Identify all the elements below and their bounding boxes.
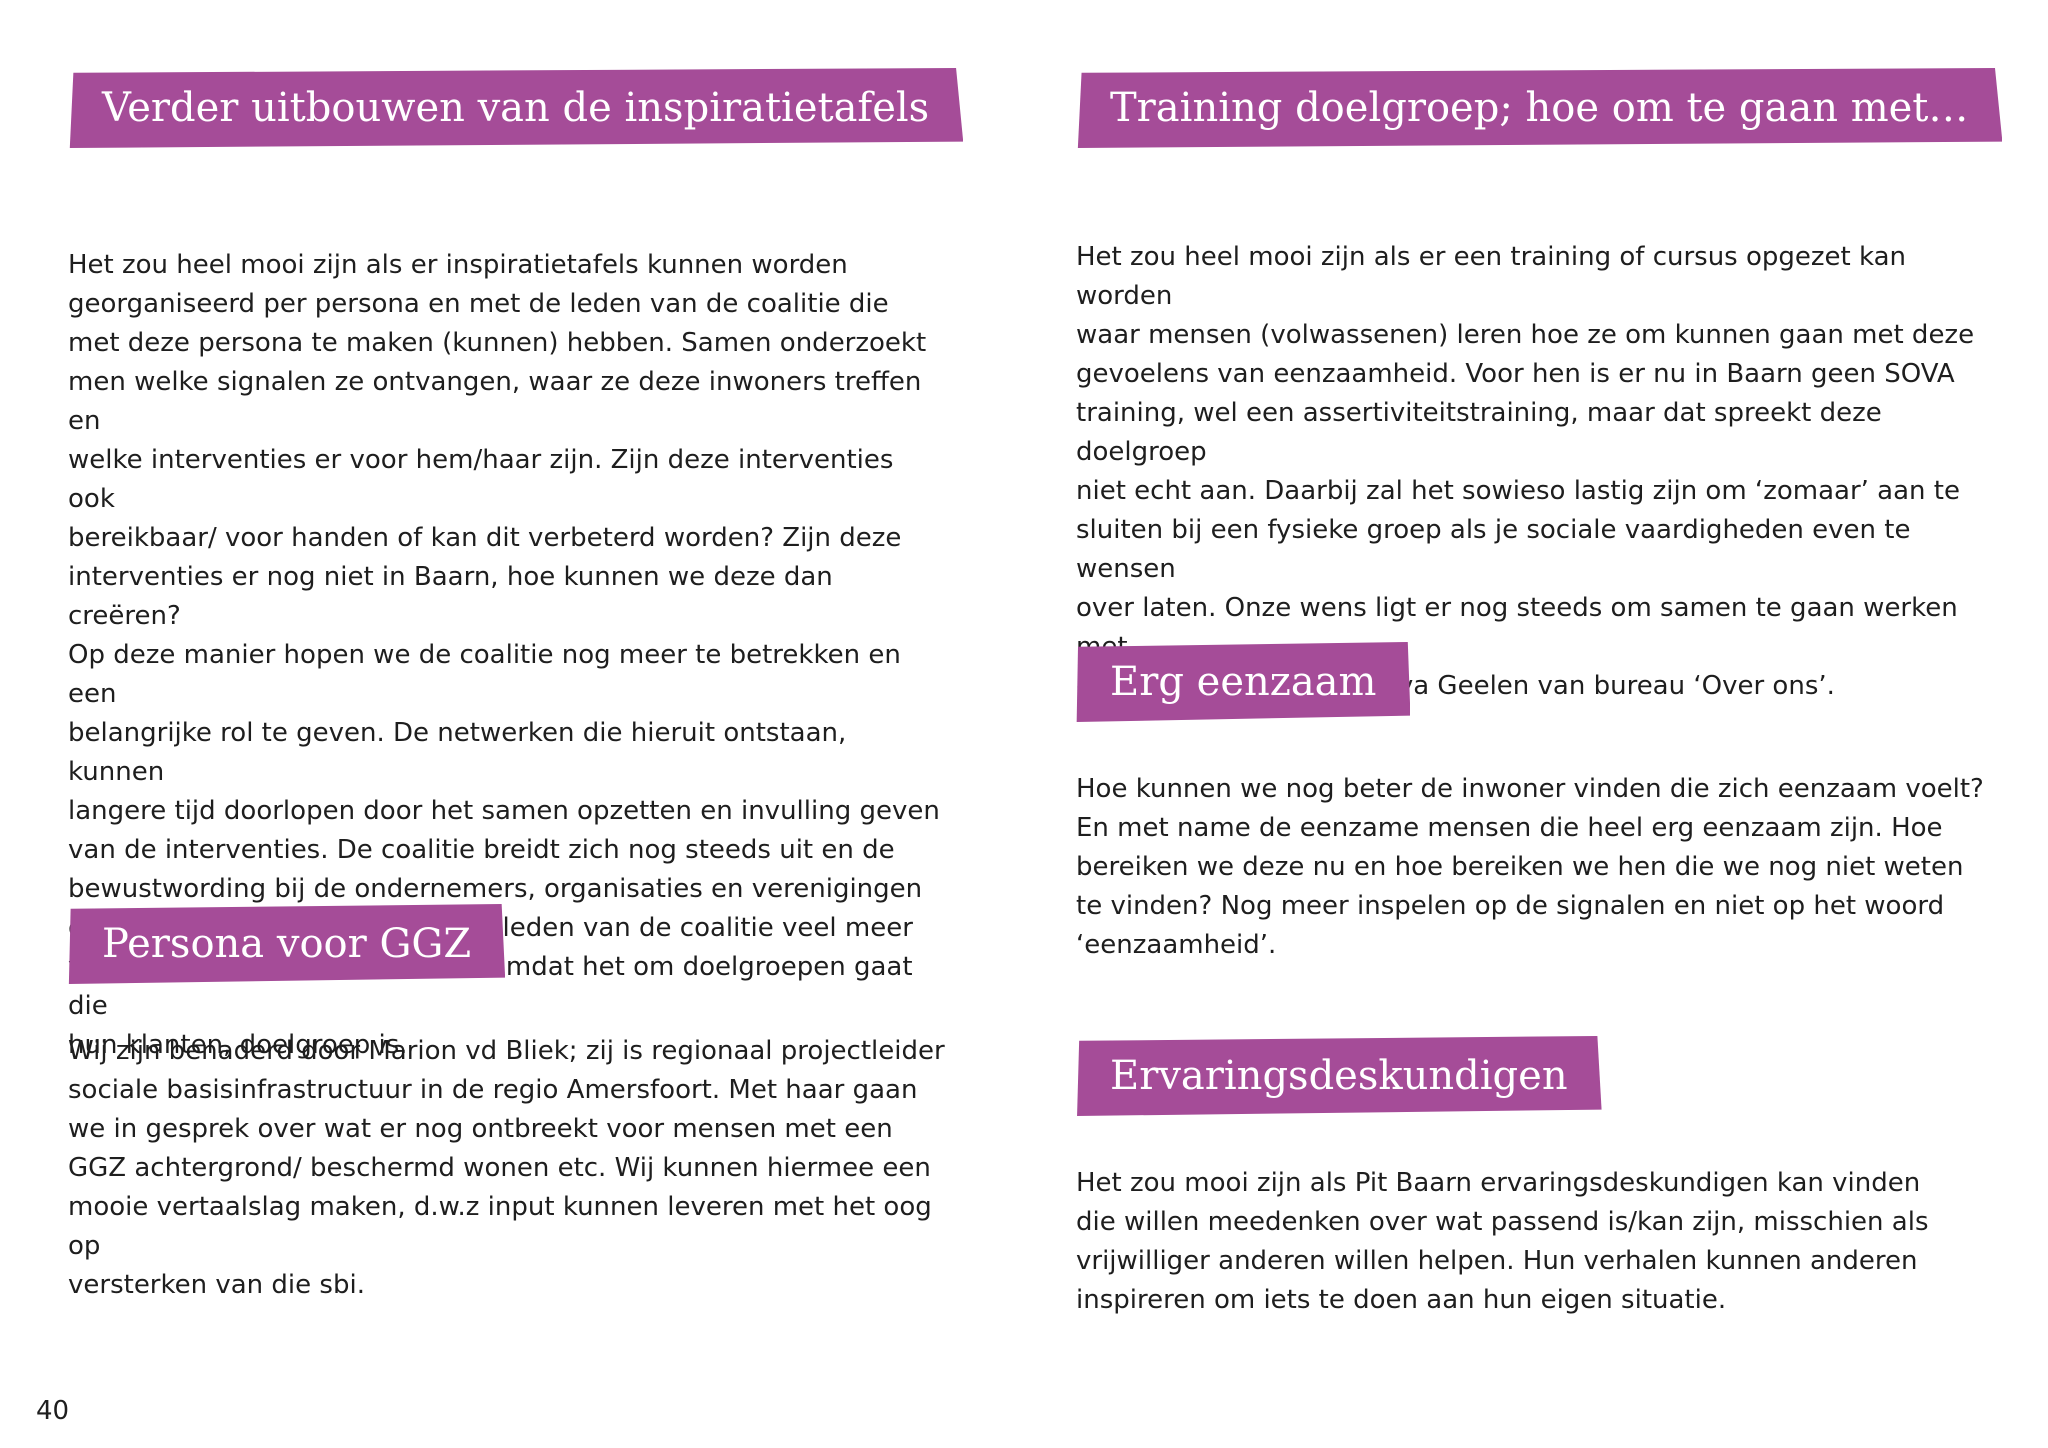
section-persona-ggz: Persona voor GGZ	[68, 904, 506, 984]
section-training-doelgroep-body: Het zou heel mooi zijn als er een traini…	[1076, 238, 1996, 706]
section-ervaringsdeskundigen-body: Het zou mooi zijn als Pit Baarn ervaring…	[1076, 1164, 1929, 1320]
section-paragraph: Het zou mooi zijn als Pit Baarn ervaring…	[1076, 1168, 1929, 1315]
section-inspiratietafels: Verder uitbouwen van de inspiratietafels	[68, 68, 964, 148]
section-heading: Erg eenzaam	[1076, 642, 1411, 722]
section-ervaringsdeskundigen: Ervaringsdeskundigen	[1076, 1036, 1602, 1116]
section-heading: Verder uitbouwen van de inspiratietafels	[69, 68, 964, 148]
section-persona-ggz-body: Wij zijn benaderd door Marion vd Bliek; …	[68, 1032, 948, 1305]
section-erg-eenzaam: Erg eenzaam	[1076, 642, 1411, 722]
page-number: 40	[36, 1396, 70, 1426]
section-heading: Persona voor GGZ	[68, 904, 506, 984]
section-training-doelgroep: Training doelgroep; hoe om te gaan met…	[1076, 68, 2003, 148]
section-erg-eenzaam-body: Hoe kunnen we nog beter de inwoner vinde…	[1076, 770, 1984, 965]
section-heading: Training doelgroep; hoe om te gaan met…	[1077, 68, 2003, 148]
section-paragraph: Wij zijn benaderd door Marion vd Bliek; …	[68, 1036, 945, 1300]
section-paragraph: Het zou heel mooi zijn als er een traini…	[1076, 242, 1975, 701]
section-paragraph: Hoe kunnen we nog beter de inwoner vinde…	[1076, 774, 1984, 960]
section-heading: Ervaringsdeskundigen	[1077, 1036, 1602, 1116]
